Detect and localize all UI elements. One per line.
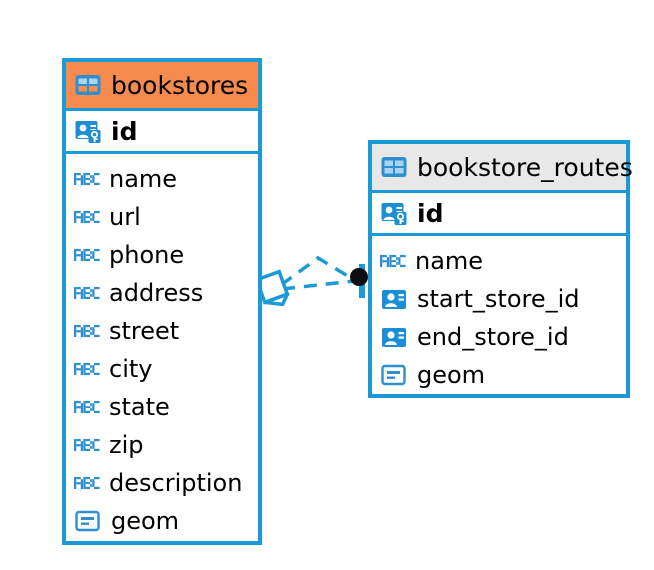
field-label: geom [111, 507, 180, 535]
primary-key-icon [75, 121, 101, 143]
text-type-icon [74, 438, 100, 452]
field-row[interactable]: geom [66, 502, 258, 540]
text-type-icon [380, 254, 406, 268]
text-type-icon [74, 476, 100, 490]
geometry-type-icon [75, 510, 100, 532]
text-type-icon [74, 324, 100, 338]
field-row[interactable]: description [66, 464, 258, 502]
field-label: name [415, 247, 484, 275]
entity-title: bookstores [111, 70, 249, 100]
field-label: name [109, 165, 178, 193]
field-label: url [109, 203, 141, 231]
field-row[interactable]: name [66, 160, 258, 198]
field-label: state [109, 393, 170, 421]
field-label: end_store_id [417, 323, 569, 351]
entity-title: bookstore_routes [417, 152, 633, 182]
entity-field-list: name url [66, 154, 258, 546]
primary-key-label: id [417, 198, 444, 228]
field-label: city [109, 355, 153, 383]
entity-primary-key-row[interactable]: id [66, 108, 258, 154]
field-row[interactable]: start_store_id [372, 280, 626, 318]
entity-table-bookstore-routes[interactable]: bookstore_routes id [368, 140, 633, 400]
text-type-icon [74, 362, 100, 376]
field-label: zip [109, 431, 144, 459]
field-row[interactable]: address [66, 274, 258, 312]
entity-primary-key-row[interactable]: id [372, 190, 626, 236]
field-label: address [109, 279, 204, 307]
primary-key-icon [381, 203, 407, 225]
foreign-key-icon [382, 290, 406, 309]
field-row[interactable]: name [372, 242, 626, 280]
geometry-type-icon [381, 364, 406, 386]
field-row[interactable]: state [66, 388, 258, 426]
field-row[interactable]: city [66, 350, 258, 388]
relationship-line-lower [281, 279, 355, 291]
entity-field-list: name start_store_id [372, 236, 626, 400]
field-row[interactable]: zip [66, 426, 258, 464]
field-label: description [109, 469, 243, 497]
filled-circle-marker [350, 268, 368, 286]
field-label: geom [417, 361, 486, 389]
field-row[interactable]: street [66, 312, 258, 350]
text-type-icon [74, 248, 100, 262]
foreign-key-icon [382, 328, 406, 347]
entity-header-bookstores[interactable]: bookstores [66, 62, 258, 108]
field-row[interactable]: phone [66, 236, 258, 274]
field-label: phone [109, 241, 185, 269]
table-icon [381, 157, 407, 177]
field-row[interactable]: geom [372, 356, 626, 394]
entity-header-bookstore-routes[interactable]: bookstore_routes [372, 144, 633, 190]
entity-table-bookstores[interactable]: bookstores id [62, 58, 262, 545]
primary-key-label: id [111, 116, 138, 146]
text-type-icon [74, 172, 100, 186]
field-row[interactable]: url [66, 198, 258, 236]
field-label: start_store_id [417, 285, 580, 313]
field-row[interactable]: end_store_id [372, 318, 626, 356]
text-type-icon [74, 286, 100, 300]
text-type-icon [74, 400, 100, 414]
relationship-line-upper [279, 255, 357, 287]
text-type-icon [74, 210, 100, 224]
table-icon [75, 75, 101, 95]
field-label: street [109, 317, 180, 345]
